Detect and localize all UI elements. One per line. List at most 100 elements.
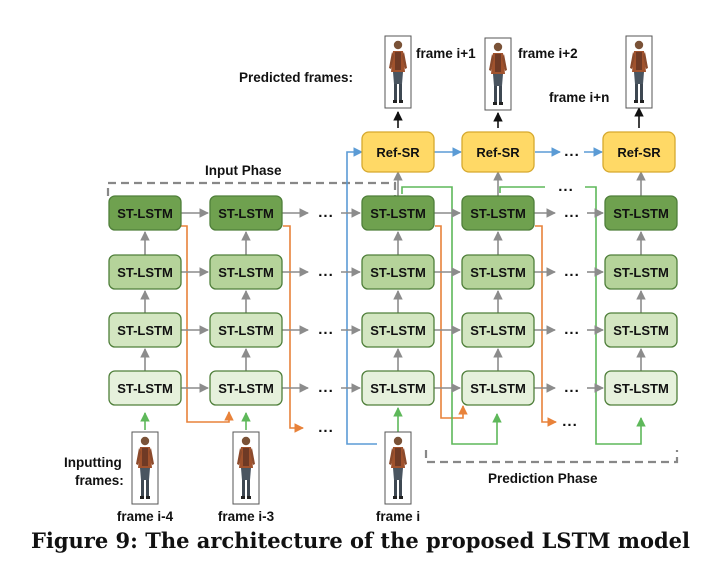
st-lstm-box bbox=[209, 370, 283, 406]
input-frame-label: frame i-3 bbox=[218, 509, 275, 524]
predicted-frames-label: Predicted frames: bbox=[239, 70, 353, 85]
ellipsis: ... bbox=[564, 321, 580, 338]
st-lstm-cell: ST-LSTM bbox=[361, 370, 435, 406]
predicted-frame-label: frame i+1 bbox=[416, 46, 476, 61]
connections bbox=[140, 107, 646, 445]
ellipsis: ... bbox=[318, 263, 334, 280]
st-lstm-box bbox=[209, 312, 283, 348]
st-lstm-box bbox=[108, 254, 182, 290]
input-frame-label: frame i bbox=[376, 509, 420, 524]
inputting-frames-label-line1: Inputting bbox=[64, 455, 122, 470]
ellipsis: ... bbox=[318, 419, 334, 436]
st-lstm-label: ST-LSTM bbox=[613, 206, 669, 221]
st-lstm-box bbox=[461, 370, 535, 406]
st-lstm-cell: ST-LSTM bbox=[108, 312, 182, 348]
ref-sr-box bbox=[461, 131, 535, 173]
st-lstm-label: ST-LSTM bbox=[470, 323, 526, 338]
st-lstm-cell: ST-LSTM bbox=[209, 254, 283, 290]
ellipsis: ... bbox=[564, 143, 580, 160]
input-frame-thumbnail bbox=[131, 431, 159, 505]
ellipsis: ... bbox=[562, 413, 578, 430]
input-phase-label: Input Phase bbox=[205, 163, 282, 178]
st-lstm-box bbox=[604, 195, 678, 231]
st-lstm-cell: ST-LSTM bbox=[604, 312, 678, 348]
frames-layer: frame i-4 frame i-3 frame i frame i+1 frame … bbox=[117, 35, 653, 524]
input-frame-label: frame i-4 bbox=[117, 509, 174, 524]
st-lstm-cell: ST-LSTM bbox=[461, 254, 535, 290]
ellipsis: ... bbox=[318, 321, 334, 338]
st-lstm-box bbox=[604, 312, 678, 348]
ref-sr-label: Ref-SR bbox=[617, 145, 661, 160]
st-lstm-label: ST-LSTM bbox=[117, 323, 173, 338]
st-lstm-box bbox=[209, 195, 283, 231]
st-lstm-cell: ST-LSTM bbox=[361, 254, 435, 290]
st-lstm-label: ST-LSTM bbox=[613, 381, 669, 396]
st-lstm-cell: ST-LSTM bbox=[604, 195, 678, 231]
st-lstm-box bbox=[108, 370, 182, 406]
ref-sr-box bbox=[602, 131, 676, 173]
input-phase-bracket bbox=[106, 181, 397, 196]
st-lstm-cell: ST-LSTM bbox=[209, 370, 283, 406]
ellipsis: ... bbox=[318, 379, 334, 396]
st-lstm-box bbox=[461, 195, 535, 231]
st-lstm-label: ST-LSTM bbox=[218, 323, 274, 338]
st-lstm-label: ST-LSTM bbox=[470, 265, 526, 280]
st-lstm-box bbox=[108, 312, 182, 348]
ellipsis: ... bbox=[564, 204, 580, 221]
st-lstm-label: ST-LSTM bbox=[117, 206, 173, 221]
predicted-frame-thumbnail bbox=[384, 35, 412, 109]
st-lstm-cell: ST-LSTM bbox=[461, 312, 535, 348]
ref-sr-label: Ref-SR bbox=[376, 145, 420, 160]
input-frame-thumbnail bbox=[384, 431, 412, 505]
st-lstm-box bbox=[361, 370, 435, 406]
st-lstm-cell: ST-LSTM bbox=[461, 195, 535, 231]
st-lstm-label: ST-LSTM bbox=[370, 206, 426, 221]
st-lstm-cell: ST-LSTM bbox=[361, 195, 435, 231]
nodes-layer: .................................... ST-L… bbox=[108, 131, 678, 436]
predicted-frame-thumbnail bbox=[484, 37, 512, 111]
st-lstm-label: ST-LSTM bbox=[218, 206, 274, 221]
inputting-frames-label-line2: frames: bbox=[75, 473, 124, 488]
lstm-architecture-diagram: Input Phase Prediction Phase ...........… bbox=[64, 35, 679, 524]
st-lstm-label: ST-LSTM bbox=[470, 206, 526, 221]
ref-sr-block: Ref-SR bbox=[461, 131, 535, 173]
st-lstm-label: ST-LSTM bbox=[218, 265, 274, 280]
predicted-frame-label: frame i+n bbox=[549, 90, 609, 105]
st-lstm-box bbox=[361, 254, 435, 290]
st-lstm-box bbox=[361, 312, 435, 348]
prediction-phase-label: Prediction Phase bbox=[488, 471, 598, 486]
predicted-frame-label: frame i+2 bbox=[518, 46, 578, 61]
st-lstm-box bbox=[361, 195, 435, 231]
st-lstm-label: ST-LSTM bbox=[613, 323, 669, 338]
st-lstm-cell: ST-LSTM bbox=[361, 312, 435, 348]
st-lstm-cell: ST-LSTM bbox=[461, 370, 535, 406]
ellipsis: ... bbox=[318, 204, 334, 221]
st-lstm-label: ST-LSTM bbox=[117, 381, 173, 396]
st-lstm-box bbox=[461, 254, 535, 290]
st-lstm-label: ST-LSTM bbox=[117, 265, 173, 280]
ellipsis: ... bbox=[564, 379, 580, 396]
figure-caption: Figure 9: The architecture of the propos… bbox=[30, 528, 691, 553]
st-lstm-box bbox=[461, 312, 535, 348]
st-lstm-label: ST-LSTM bbox=[613, 265, 669, 280]
st-lstm-box bbox=[209, 254, 283, 290]
st-lstm-cell: ST-LSTM bbox=[108, 370, 182, 406]
st-lstm-label: ST-LSTM bbox=[370, 381, 426, 396]
st-lstm-label: ST-LSTM bbox=[370, 265, 426, 280]
st-lstm-box bbox=[108, 195, 182, 231]
st-lstm-cell: ST-LSTM bbox=[108, 195, 182, 231]
st-lstm-label: ST-LSTM bbox=[218, 381, 274, 396]
ellipsis: ... bbox=[564, 263, 580, 280]
st-lstm-cell: ST-LSTM bbox=[604, 254, 678, 290]
predicted-frame-thumbnail bbox=[625, 35, 653, 109]
ref-sr-label: Ref-SR bbox=[476, 145, 520, 160]
prediction-phase-bracket bbox=[424, 450, 679, 464]
ref-sr-block: Ref-SR bbox=[602, 131, 676, 173]
st-lstm-label: ST-LSTM bbox=[370, 323, 426, 338]
st-lstm-label: ST-LSTM bbox=[470, 381, 526, 396]
ref-sr-block: Ref-SR bbox=[361, 131, 435, 173]
ellipsis: ... bbox=[558, 178, 574, 195]
input-frame-thumbnail bbox=[232, 431, 260, 505]
ref-sr-box bbox=[361, 131, 435, 173]
st-lstm-cell: ST-LSTM bbox=[604, 370, 678, 406]
